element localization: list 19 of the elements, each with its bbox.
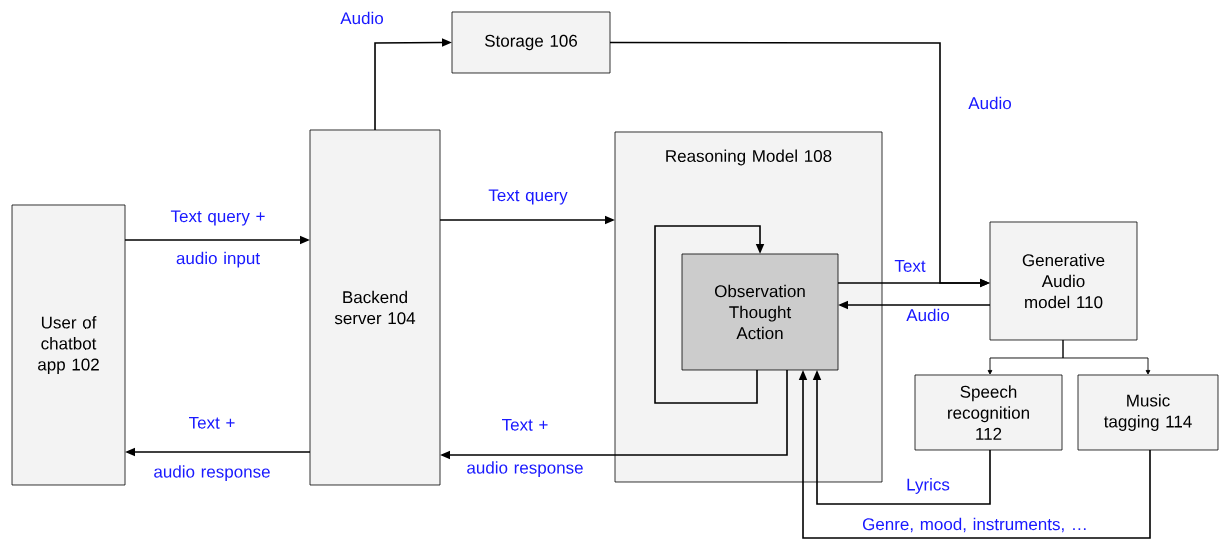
arrow (654, 225, 765, 404)
edge-label: Audio (340, 11, 383, 25)
process-box: Backend server 104 (309, 129, 441, 486)
edge-label: Text query (488, 189, 568, 205)
edge-label: Genre, mood, instruments, … (862, 517, 1086, 533)
edge-label: Text query + audio input (170, 210, 265, 268)
process-box: Speech recognition 112 (914, 374, 1063, 451)
edge-label: Text + audio response (467, 418, 583, 478)
edge-label: Audio (906, 308, 949, 322)
edge-label: Text (894, 260, 926, 272)
edge-label: Text + audio response (154, 416, 270, 482)
edge-label: Audio (968, 96, 1011, 110)
process-box: Generative Audio model 110 (989, 221, 1138, 341)
edge-label: Lyrics (907, 478, 950, 494)
arrow (1062, 339, 1151, 375)
process-box: Observation Thought Action (681, 253, 839, 371)
process-box: Music tagging 114 (1077, 374, 1219, 451)
process-box: User of chatbot app 102 (11, 204, 126, 486)
process-box: Storage 106 (451, 11, 611, 74)
